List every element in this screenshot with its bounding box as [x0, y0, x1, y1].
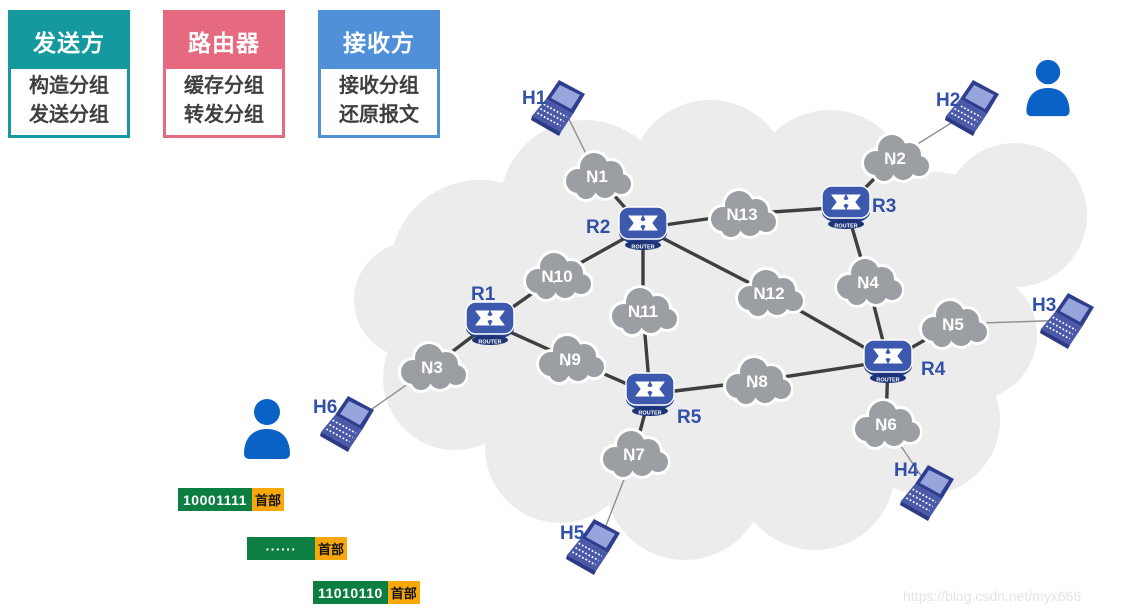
svg-text:ROUTER: ROUTER [638, 411, 661, 417]
legend: 发送方 构造分组 发送分组 路由器 缓存分组 转发分组 接收方 接收分组 还原报… [8, 10, 440, 138]
network-node-n4: N4 [832, 256, 904, 308]
network-node-n11: N11 [607, 285, 679, 337]
packet-payload: ······ [247, 537, 315, 560]
host-label-h2: H2 [936, 90, 961, 111]
svg-text:ROUTER: ROUTER [631, 245, 654, 251]
legend-line: 构造分组 [29, 75, 109, 97]
network-label: N2 [884, 149, 906, 168]
network-label: N4 [857, 273, 879, 292]
network-node-n13: N13 [706, 188, 778, 240]
host-label-h6: H6 [313, 397, 338, 418]
network-label: N11 [627, 302, 659, 321]
host-label-h1: H1 [522, 88, 547, 109]
receiver-person-icon [1018, 58, 1078, 118]
network-label: N9 [559, 350, 581, 369]
legend-line: 还原报文 [339, 104, 419, 126]
packet-3: 11010110 首部 [313, 581, 420, 604]
legend-title-router: 路由器 [166, 13, 282, 69]
legend-line: 发送分组 [29, 104, 109, 126]
network-node-n9: N9 [534, 333, 606, 385]
legend-box-receiver: 接收方 接收分组 还原报文 [318, 10, 440, 138]
packet-2: ······ 首部 [247, 537, 348, 560]
svg-text:ROUTER: ROUTER [834, 224, 857, 230]
legend-line: 缓存分组 [184, 75, 264, 97]
legend-box-router: 路由器 缓存分组 转发分组 [163, 10, 285, 138]
host-node-h6 [320, 394, 384, 452]
legend-title-sender: 发送方 [11, 13, 127, 69]
network-label: N5 [942, 315, 964, 334]
host-node-h3 [1040, 291, 1104, 349]
network-label: N3 [421, 358, 443, 377]
network-label: N6 [875, 415, 897, 434]
cloud-icon [563, 150, 633, 202]
host-label-h5: H5 [560, 523, 585, 544]
network-node-n6: N6 [850, 398, 922, 450]
router-node-r4: ROUTER [860, 338, 916, 386]
network-label: N12 [753, 284, 785, 303]
router-label-r2: R2 [586, 217, 611, 238]
host-node-h1 [531, 78, 595, 136]
network-node-n8: N8 [721, 355, 793, 407]
sender-person-icon [237, 397, 297, 461]
host-node-h5 [566, 517, 630, 575]
network-label: N7 [623, 445, 645, 464]
router-label-r4: R4 [921, 359, 946, 380]
network-node-n10: N10 [521, 250, 593, 302]
host-node-h4 [900, 463, 964, 521]
host-node-h2 [945, 78, 1009, 136]
svg-text:ROUTER: ROUTER [876, 378, 899, 384]
packet-header-label: 首部 [315, 537, 348, 560]
watermark-url: https://blog.csdn.net/myx666 [903, 588, 1082, 604]
router-node-r2: ROUTER [615, 205, 671, 253]
network-node-n3: N3 [396, 341, 468, 393]
router-icon: ROUTER [465, 301, 515, 346]
link-r2-n12 [641, 226, 771, 295]
router-label-r3: R3 [872, 196, 897, 217]
packet-1: 10001111 首部 [178, 488, 284, 511]
packet-payload: 11010110 [313, 581, 388, 604]
router-label-r1: R1 [471, 284, 496, 305]
network-label: N8 [746, 372, 768, 391]
network-node-n1: N1 [561, 150, 633, 202]
laptop-icon [531, 80, 585, 136]
router-node-r5: ROUTER [622, 371, 678, 419]
router-node-r1: ROUTER [462, 300, 518, 348]
router-label-r5: R5 [677, 407, 702, 428]
router-node-r3: ROUTER [818, 184, 874, 232]
network-node-n7: N7 [598, 428, 670, 480]
legend-title-receiver: 接收方 [321, 13, 437, 69]
packet-header-label: 首部 [251, 488, 284, 511]
legend-box-sender: 发送方 构造分组 发送分组 [8, 10, 130, 138]
network-node-n12: N12 [733, 267, 805, 319]
network-node-n5: N5 [917, 298, 989, 350]
packet-header-label: 首部 [387, 581, 420, 604]
host-label-h4: H4 [894, 460, 919, 481]
network-label: N1 [586, 167, 608, 186]
legend-line: 转发分组 [184, 104, 264, 126]
legend-line: 接收分组 [339, 75, 419, 97]
host-label-h3: H3 [1032, 295, 1057, 316]
svg-text:ROUTER: ROUTER [478, 340, 501, 346]
network-label: N13 [726, 205, 758, 224]
packet-payload: 10001111 [178, 488, 252, 511]
network-node-n2: N2 [859, 132, 931, 184]
network-label: N10 [541, 267, 573, 286]
